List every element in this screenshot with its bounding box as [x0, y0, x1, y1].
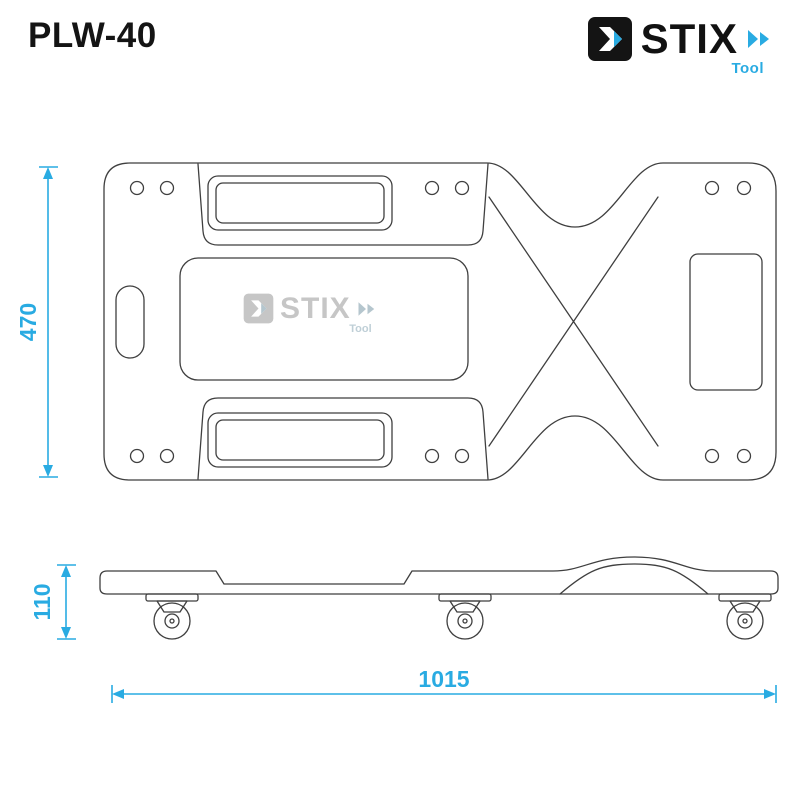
creeper-outline	[103, 162, 777, 481]
caster-front	[145, 593, 199, 640]
top-view	[103, 162, 777, 481]
headrest-bottom-pad-outer	[207, 412, 393, 468]
watermark-mark-icon	[243, 293, 274, 324]
brand-mark-icon	[587, 17, 632, 61]
headrest-bottom-pad-inner	[215, 419, 385, 461]
handle-cutout	[115, 285, 145, 359]
headrest-top-pad-inner	[215, 182, 385, 224]
brand-logo: STIX Tool	[587, 16, 774, 77]
dimension-1015: 1015	[111, 666, 777, 703]
pad-watermark-logo: STIX Tool	[243, 293, 378, 335]
page-title: PLW-40	[28, 16, 157, 55]
watermark-name: STIX	[280, 291, 351, 325]
dimension-110: 110	[29, 564, 76, 640]
headrest-bottom-outline	[197, 397, 489, 480]
watermark-chevrons-icon	[358, 301, 374, 316]
shoulder-arch-inner	[559, 563, 709, 595]
screw-holes	[129, 180, 752, 464]
side-view	[99, 556, 779, 640]
dimension-110-label: 110	[29, 583, 55, 620]
watermark-tagline: Tool	[349, 323, 372, 335]
wheel	[446, 602, 484, 640]
dimension-1015-label: 1015	[418, 666, 469, 692]
caster-rear	[718, 593, 772, 640]
cross-brace-line	[488, 196, 659, 447]
dimension-470-label: 470	[15, 303, 41, 341]
dimension-470: 470	[15, 166, 58, 478]
wheel	[726, 602, 764, 640]
wheel	[153, 602, 191, 640]
right-panel-cutout	[689, 253, 763, 391]
headrest-top-outline	[197, 163, 489, 246]
side-profile-outline	[99, 556, 779, 595]
brand-tagline: Tool	[731, 60, 764, 77]
caster-middle	[438, 593, 492, 640]
brand-chevrons-icon	[748, 30, 769, 48]
center-pad	[179, 257, 469, 381]
brand-name: STIX	[640, 15, 738, 62]
headrest-top-pad-outer	[207, 175, 393, 231]
